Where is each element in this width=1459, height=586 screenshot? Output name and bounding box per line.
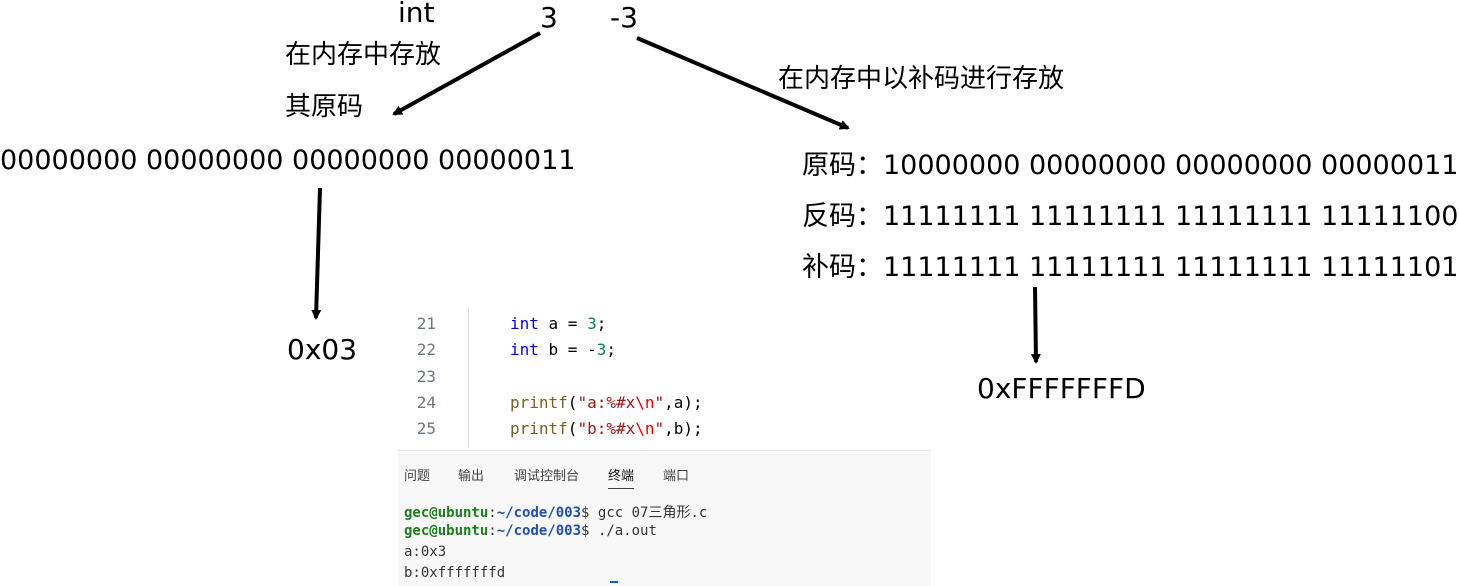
code-line: printf("b:%#x\n",b); (510, 419, 703, 438)
code-line: printf("a:%#x\n",a); (510, 393, 703, 412)
terminal-line: gec@ubuntu:~/code/003$ gcc 07三角形.c (404, 505, 708, 521)
gutter-divider (468, 308, 469, 448)
ones-complement: 反码：11111111 11111111 11111111 11111100 (802, 201, 1459, 232)
note-negative: 在内存中以补码进行存放 (778, 64, 1065, 94)
binary-positive: 00000000 00000000 00000000 00000011 (0, 145, 576, 176)
hex-negative: 0xFFFFFFFD (977, 372, 1146, 405)
note-positive-line1: 在内存中存放 (285, 40, 442, 70)
value-negative: -3 (610, 1, 638, 34)
tab-output[interactable]: 输出 (458, 469, 485, 484)
note-positive-line2: 其原码 (285, 92, 364, 122)
line-number: 25 (416, 419, 436, 438)
line-number: 21 (416, 314, 436, 333)
arrow-neg3-to-codes (636, 36, 850, 130)
original-code: 原码：10000000 00000000 00000000 00000011 (802, 150, 1459, 181)
tab-debug-console[interactable]: 调试控制台 (514, 469, 580, 484)
arrow-complement-to-hex (1030, 286, 1041, 364)
terminal-line: gec@ubuntu:~/code/003$ ./a.out (404, 523, 657, 539)
tab-terminal[interactable]: 终端 (608, 465, 635, 489)
terminal-output: b:0xfffffffd (404, 565, 506, 581)
value-positive: 3 (540, 1, 558, 34)
tab-ports[interactable]: 端口 (663, 469, 690, 484)
arrow-binary-to-hex (311, 187, 322, 320)
hex-positive: 0x03 (287, 333, 358, 366)
terminal-panel: 问题 输出 调试控制台 终端 端口 gec@ubuntu:~/code/003$… (398, 450, 931, 586)
code-line: int a = 3; (510, 314, 607, 333)
line-number: 23 (416, 367, 436, 386)
terminal-cursor[interactable] (610, 581, 618, 583)
tab-problems[interactable]: 问题 (404, 469, 431, 484)
type-label: int (398, 0, 435, 29)
code-line: int b = -3; (510, 340, 616, 359)
terminal-output: a:0x3 (404, 544, 447, 560)
code-editor: 21 int a = 3; 22 int b = -3; 23 24 print… (398, 308, 931, 448)
line-number: 24 (416, 393, 436, 412)
line-number: 22 (416, 340, 436, 359)
arrow-3-to-binary (392, 31, 541, 116)
twos-complement: 补码：11111111 11111111 11111111 11111101 (802, 252, 1459, 283)
